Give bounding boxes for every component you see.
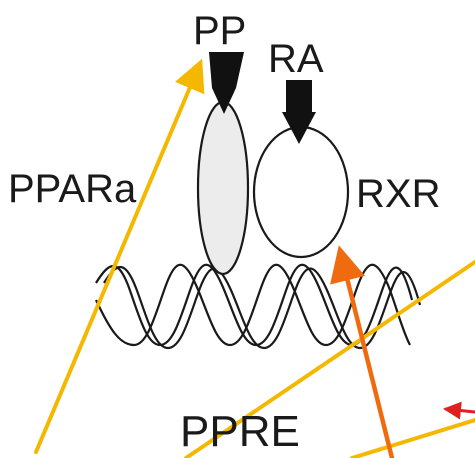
dna-strand-2	[104, 267, 420, 348]
rxr-receptor	[254, 127, 348, 257]
pp-ligand-shape	[209, 52, 244, 114]
yellow-arrow-to-pp	[36, 66, 199, 452]
red-arrow	[446, 409, 475, 412]
label-ra: RA	[268, 37, 324, 81]
label-ppre: PPRE	[180, 407, 300, 456]
label-pp: PP	[193, 9, 246, 53]
annotation-arrows	[36, 66, 475, 458]
yellow-line-2	[352, 420, 475, 458]
label-ppara: PPARa	[8, 167, 137, 211]
label-rxr: RXR	[356, 172, 440, 216]
dna-helix	[96, 265, 420, 348]
ppara-receptor	[198, 102, 248, 274]
